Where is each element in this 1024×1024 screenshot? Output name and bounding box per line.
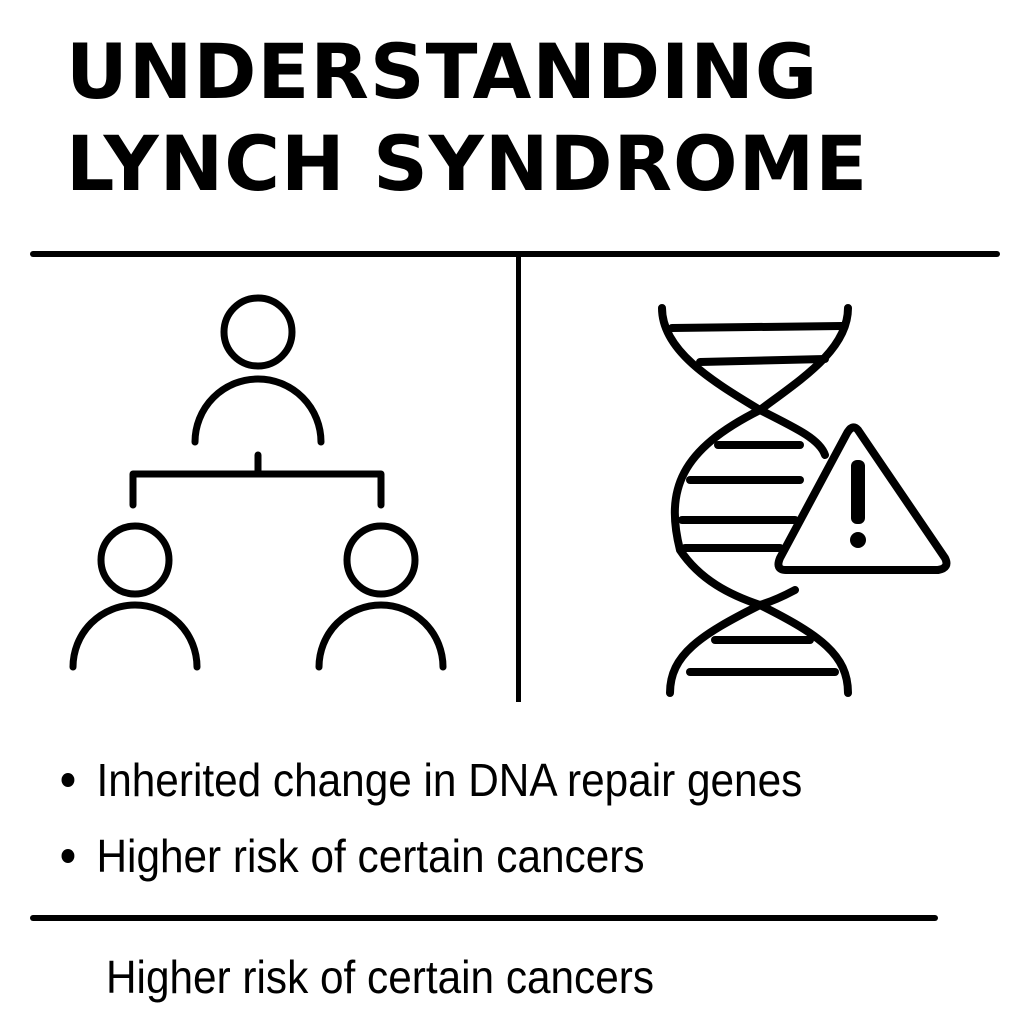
exclamation-mark-icon xyxy=(851,460,865,524)
child-left-body-icon xyxy=(69,601,201,671)
dna-strand-right xyxy=(752,304,852,459)
child-right-body-icon xyxy=(315,601,447,671)
bullet-text: Higher risk of certain cancers xyxy=(96,830,645,882)
top-divider xyxy=(30,251,1000,257)
child-left-head-icon xyxy=(97,522,173,598)
bullet-list: Inherited change in DNA repair genes Hig… xyxy=(56,742,867,894)
parent-body-icon xyxy=(191,375,325,446)
bullet-text: Inherited change in DNA repair genes xyxy=(96,754,803,806)
title-line-2: LYNCH SYNDROME xyxy=(66,119,869,208)
page-title: UNDERSTANDING LYNCH SYNDROME xyxy=(66,26,868,210)
bullet-item: Higher risk of certain cancers xyxy=(56,818,802,894)
title-line-1: UNDERSTANDING xyxy=(66,27,819,116)
footer-text: Higher risk of certain cancers xyxy=(106,951,655,1003)
bullet-dot-icon xyxy=(61,773,75,787)
parent-head-icon xyxy=(220,294,296,370)
bullet-item: Inherited change in DNA repair genes xyxy=(56,742,802,818)
family-tree-icon xyxy=(69,294,447,671)
bullet-dot-icon xyxy=(61,849,75,863)
child-right-head-icon xyxy=(343,522,419,598)
center-divider xyxy=(516,256,521,702)
warning-triangle-icon xyxy=(774,423,951,574)
bottom-divider xyxy=(30,915,938,921)
dna-helix-with-warning-icon xyxy=(658,304,951,697)
dna-strand-left xyxy=(658,304,771,697)
